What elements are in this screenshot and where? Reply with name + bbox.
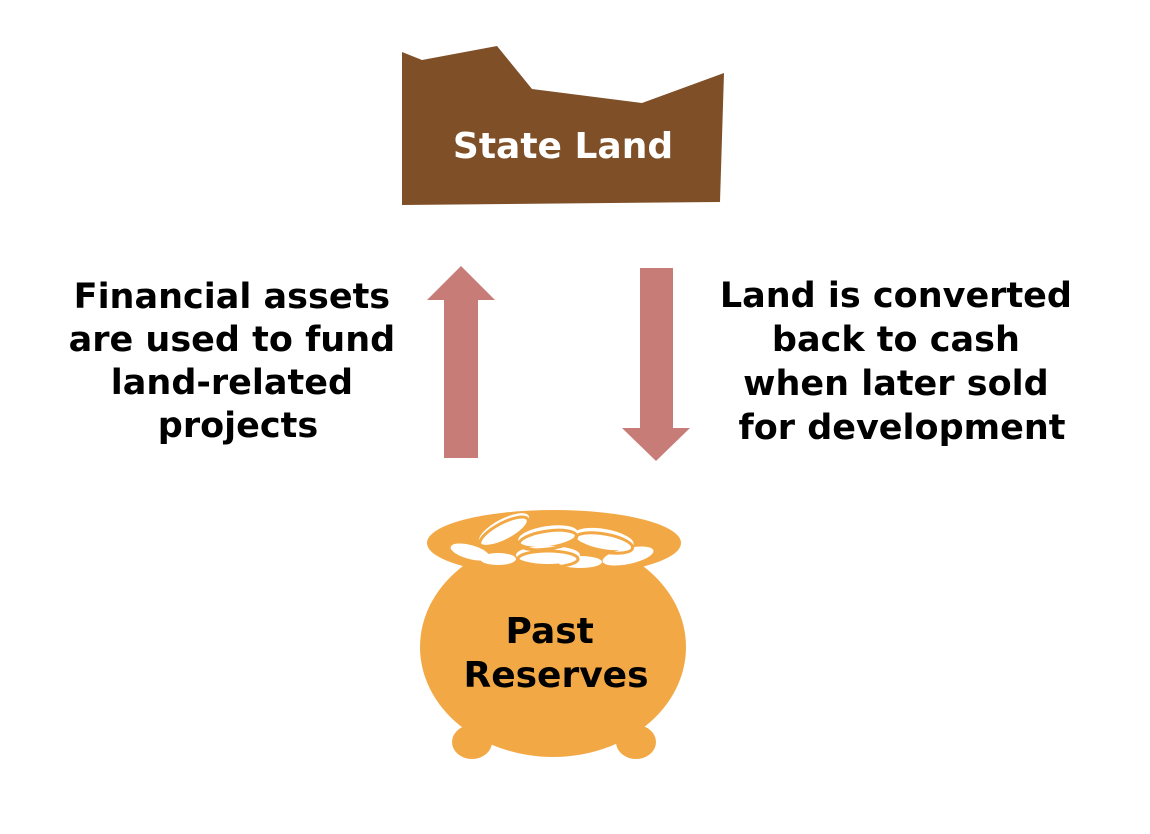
past-reserves-label-line: Past [506,611,594,652]
down-arrow [622,268,690,461]
down-flow-label-line: for development [738,408,1065,448]
up-arrow [427,266,495,458]
down-flow-label-line: back to cash [772,320,1020,360]
past-reserves-label: Past Reserves [463,611,648,696]
funding-flow: Financial assets are used to fund land-r… [69,266,495,458]
down-flow-label-line: Land is converted [720,276,1072,316]
up-flow-label-line: projects [158,406,318,446]
up-flow-label-line: land-related [111,363,353,403]
conversion-flow: Land is converted back to cash when late… [622,268,1084,461]
down-flow-label-line: when later sold [743,364,1049,404]
up-flow-label: Financial assets are used to fund land-r… [69,277,408,446]
state-land-label: State Land [453,126,673,167]
up-flow-label-line: are used to fund [69,320,396,360]
down-flow-label: Land is converted back to cash when late… [720,276,1084,448]
state-land-shape [402,46,724,205]
past-reserves-label-line: Reserves [463,655,648,696]
past-reserves-node: Past Reserves [420,510,686,759]
up-flow-label-line: Financial assets [74,277,391,317]
coin-edges [478,515,635,569]
state-land-node: State Land [402,46,724,205]
